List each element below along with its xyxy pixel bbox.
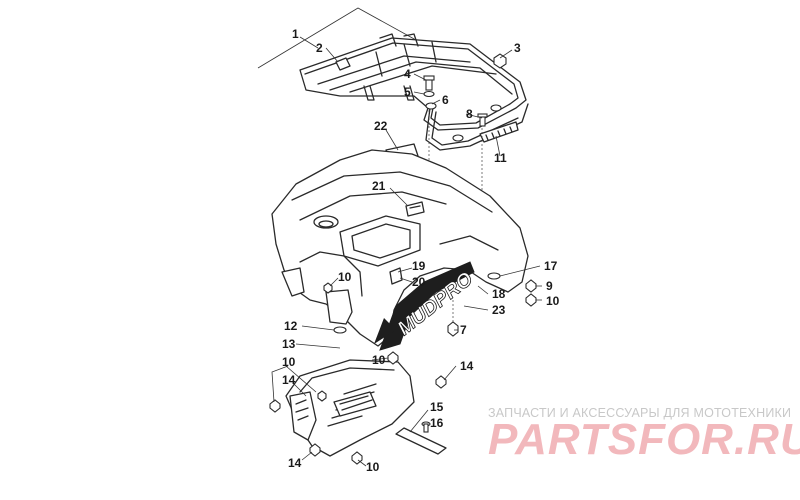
callout-14-right: 14 — [460, 359, 474, 373]
callout-leaders — [271, 47, 542, 467]
callout-2: 2 — [316, 41, 323, 55]
callout-15: 15 — [430, 400, 444, 414]
rear-body-panel: MUDPRO — [271, 143, 529, 351]
footwell-assembly — [269, 279, 537, 465]
callout-9: 9 — [546, 279, 553, 293]
callout-10-center: 10 — [372, 353, 386, 367]
nut-item-7 — [447, 321, 459, 337]
callout-4: 4 — [404, 67, 411, 81]
callout-1: 1 — [292, 27, 299, 41]
callout-10-left: 10 — [282, 355, 296, 369]
rack-hardware — [423, 53, 507, 337]
nut-item-3 — [493, 53, 507, 69]
callout-16: 16 — [430, 416, 444, 430]
callout-3: 3 — [514, 41, 521, 55]
rack-assembly-bracket — [257, 7, 417, 69]
callout-23: 23 — [492, 303, 506, 317]
callout-10-right: 10 — [546, 294, 560, 308]
side-panel-bracket — [323, 282, 353, 334]
callout-21: 21 — [372, 179, 386, 193]
rear-cargo-rack — [299, 33, 529, 151]
callout-6: 6 — [442, 93, 449, 107]
bolt-head-item-4 — [423, 75, 435, 81]
callout-8: 8 — [466, 107, 473, 121]
callout-14-left: 14 — [282, 373, 296, 387]
callout-13: 13 — [282, 337, 296, 351]
callout-7: 7 — [460, 323, 467, 337]
callout-11: 11 — [494, 151, 507, 165]
watermark-logo: PARTSFOR.RU — [488, 415, 800, 464]
watermark-tagline: ЗАПЧАСТИ И АКСЕССУАРЫ ДЛЯ МОТОТЕХНИКИ — [488, 406, 791, 420]
callout-19: 19 — [412, 259, 426, 273]
callout-14-bottom: 14 — [288, 456, 302, 470]
callout-20: 20 — [412, 275, 426, 289]
callout-labels: 1 2 3 4 5 6 7 8 9 10 10 10 10 10 11 12 1… — [282, 27, 560, 474]
watermark: ЗАПЧАСТИ И АКСЕССУАРЫ ДЛЯ МОТОТЕХНИКИ PA… — [488, 406, 800, 464]
callout-10-body: 10 — [338, 270, 352, 284]
callout-22: 22 — [374, 119, 388, 133]
callout-5: 5 — [404, 85, 411, 99]
washer-item-5 — [423, 90, 435, 98]
callout-17: 17 — [544, 259, 558, 273]
bolt-head-item-8 — [477, 113, 488, 118]
callout-18: 18 — [492, 287, 506, 301]
callout-12: 12 — [284, 319, 298, 333]
spacer-item-6 — [425, 102, 437, 110]
callout-10-bottom: 10 — [366, 460, 380, 474]
